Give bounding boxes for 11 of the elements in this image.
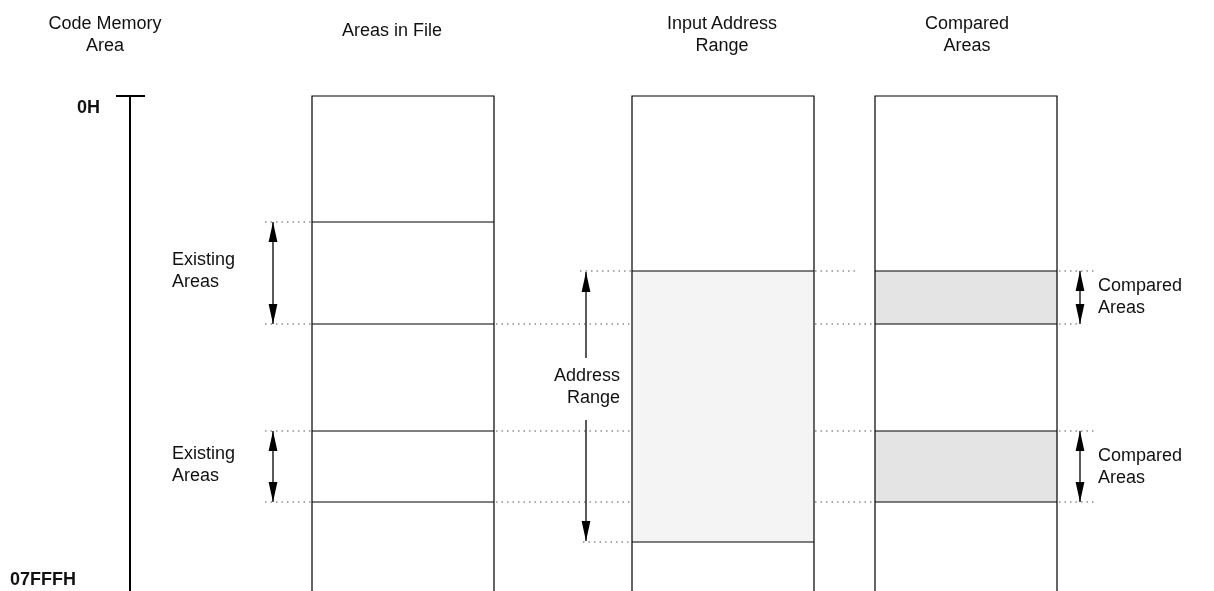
dimension-label: Existing Areas — [172, 442, 237, 486]
dimension-label: Compared Areas — [1098, 444, 1184, 488]
address-label: 0H — [76, 96, 100, 118]
column-heading: Compared Areas — [923, 12, 1010, 56]
address-label: 07FFFH — [10, 568, 77, 590]
column-heading: Input Address Range — [665, 12, 779, 56]
dimension-label: Compared Areas — [1098, 274, 1184, 318]
dimension-label: Address Range — [552, 364, 620, 408]
column-heading: Code Memory Area — [47, 12, 163, 56]
dimension-label: Existing Areas — [172, 248, 237, 292]
column-heading: Areas in File — [340, 19, 443, 41]
